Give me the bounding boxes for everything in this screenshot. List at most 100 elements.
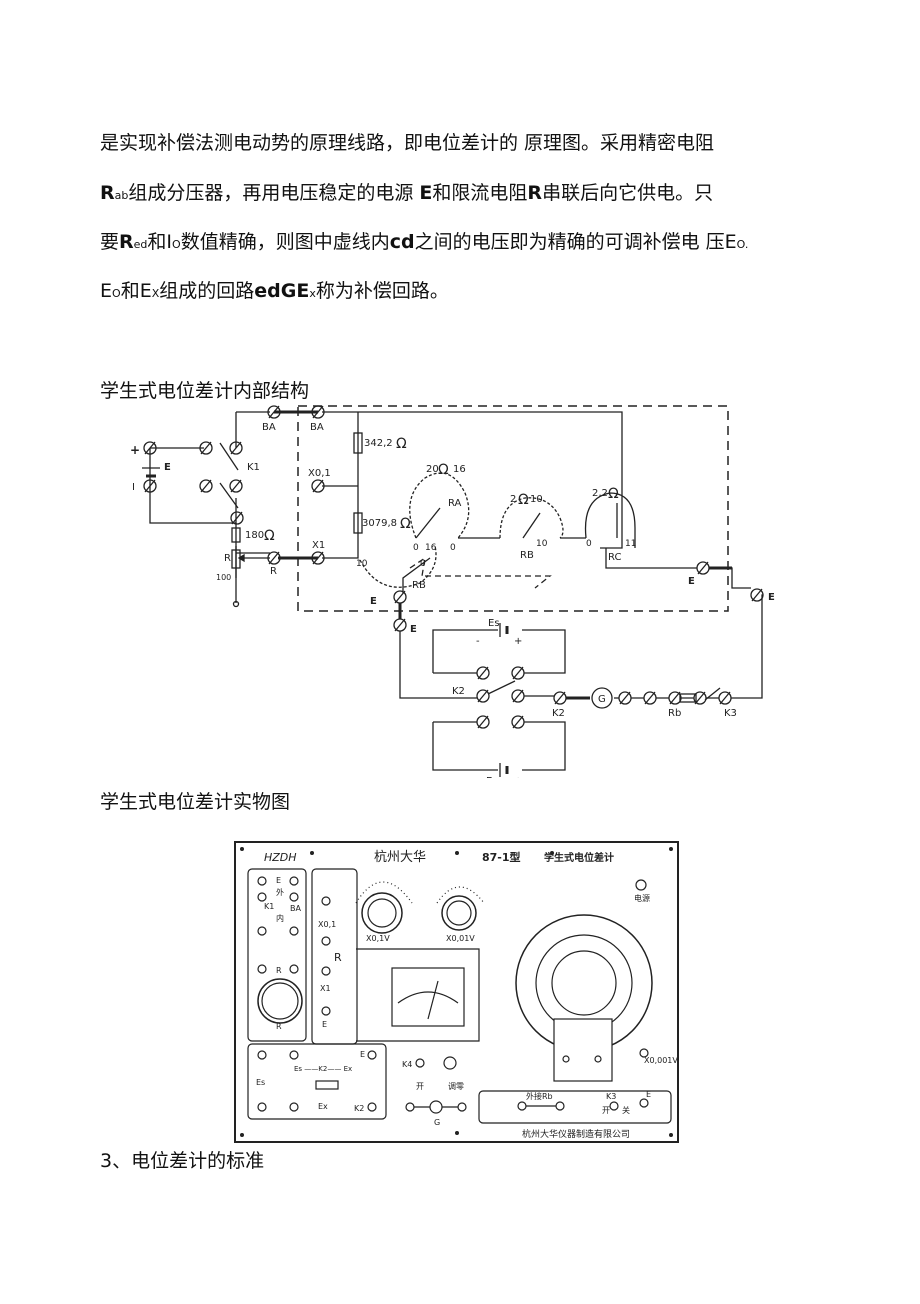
omega-icon: Ω <box>264 528 275 544</box>
paragraph-line-3: 要Red和IO数值精确，则图中虚线内cd之间的电压即为精确的可调补偿电 压EO. <box>100 230 748 257</box>
wire <box>399 631 477 699</box>
label: 10 <box>356 559 368 569</box>
dashed-boundary <box>297 405 729 612</box>
dial-x001v[interactable] <box>441 895 477 931</box>
wiper <box>415 507 441 539</box>
label: 100 <box>216 573 231 582</box>
label: 20 <box>426 464 439 475</box>
dashed-arrow <box>409 556 552 589</box>
wire <box>402 557 431 593</box>
heading-internal-structure: 学生式电位差计内部结构 <box>100 380 310 402</box>
label: G <box>598 694 606 705</box>
wire <box>322 412 359 559</box>
label: X0,001V <box>644 1056 678 1065</box>
text: edGE <box>254 280 310 302</box>
text: R <box>527 182 543 204</box>
label: 180 <box>245 530 264 541</box>
node <box>232 600 240 608</box>
label: X0,1V <box>366 934 390 943</box>
dial-x01v[interactable] <box>361 892 403 934</box>
label: 0 <box>413 543 419 553</box>
label: - <box>476 776 480 778</box>
text: 组成分压器，再用电压稳定的电源 <box>128 182 420 204</box>
label: + <box>130 443 140 457</box>
label: K3 <box>724 708 737 719</box>
wire <box>432 629 566 674</box>
label: E <box>768 592 775 603</box>
label: 关 <box>622 1105 630 1115</box>
meter-scale <box>397 991 459 1004</box>
brand-logo: HZDH <box>264 851 297 864</box>
instrument-panel: HZDH 杭州大华 87-1型 学生式电位差计 X0,1V X0,01V X0,… <box>234 841 679 1143</box>
label: E <box>164 462 171 473</box>
text: 串联后向它供电。只 <box>542 182 714 204</box>
label: 开 <box>602 1106 610 1115</box>
resistor-3079 <box>353 512 363 534</box>
left-module <box>247 868 307 1042</box>
heading-photo: 学生式电位差计实物图 <box>100 791 291 813</box>
label: - <box>476 636 480 647</box>
manufacturer: 杭州大华仪器制造有限公司 <box>522 1128 630 1140</box>
label: BA <box>262 422 276 433</box>
text: 数值精确，则图中虚线内 <box>180 231 390 253</box>
paragraph-line-2: Rab组成分压器，再用电压稳定的电源 E和限流电阻R串联后向它供电。只 <box>100 181 713 208</box>
label: 2,2 <box>592 488 608 499</box>
label: 0 <box>450 543 456 553</box>
chain-rb <box>499 497 564 539</box>
subscript: O <box>172 238 181 251</box>
label: 3079,8 <box>362 518 397 529</box>
company-name: 杭州大华 <box>374 850 426 865</box>
omega-icon: Ω <box>518 492 529 508</box>
label: RA <box>448 498 462 509</box>
subscript: ab <box>114 189 129 202</box>
resistor-rb <box>679 693 697 703</box>
switch-k1 <box>219 442 239 471</box>
rheostat-knob <box>257 978 303 1024</box>
label: 调零 <box>448 1082 464 1091</box>
heading-standard: 3、电位差计的标准 <box>100 1150 265 1172</box>
text: 和 <box>120 280 140 302</box>
panel-border <box>234 841 679 1143</box>
label: Rb <box>668 708 681 719</box>
subscript: O <box>112 287 121 300</box>
label: R <box>224 553 231 564</box>
label: E <box>370 596 377 607</box>
label: X1 <box>312 540 325 551</box>
product-name: 学生式电位差计 <box>544 851 614 864</box>
label: R <box>276 966 282 975</box>
paragraph-line-1: 是实现补偿法测电动势的原理线路，即电位差计的 原理图。采用精密电阻 <box>100 131 714 155</box>
subscript: x <box>309 287 316 300</box>
wiper <box>522 512 541 539</box>
label: K4 <box>402 1060 412 1069</box>
switch-k2 <box>487 680 516 695</box>
model: 87-1型 <box>482 850 521 864</box>
label: K2 <box>552 708 565 719</box>
text: 和限流电阻 <box>432 182 528 204</box>
label: 10 <box>536 539 548 549</box>
label: BA <box>310 422 324 433</box>
galvanometer <box>391 967 465 1027</box>
label: 0 <box>586 539 592 549</box>
label: 2 <box>510 494 516 505</box>
wire <box>235 411 623 549</box>
terminal-icons <box>143 405 764 729</box>
label: 外接Rb <box>526 1091 553 1101</box>
screw-icons <box>240 847 673 1137</box>
label: E <box>688 576 695 587</box>
label: 电源 <box>634 893 650 903</box>
circuit-diagram: + I E K1 BA BA 342,2 Ω X0,1 3079,8 Ω X1 … <box>130 405 775 778</box>
subscript: X <box>151 287 160 300</box>
dial-scale <box>436 886 485 904</box>
meter-needle <box>427 980 439 1020</box>
k2-switch <box>315 1080 339 1090</box>
text: E <box>100 280 113 302</box>
label: Es <box>488 618 500 629</box>
switch-k1 <box>219 482 239 509</box>
label: Ex <box>318 1102 328 1111</box>
label: + <box>514 636 522 647</box>
text: 和 <box>147 231 167 253</box>
label: Es ——K2—— Ex <box>294 1065 352 1073</box>
label: X0,1 <box>318 920 336 929</box>
resistor-180 <box>231 527 241 543</box>
label: K3 <box>606 1092 616 1101</box>
